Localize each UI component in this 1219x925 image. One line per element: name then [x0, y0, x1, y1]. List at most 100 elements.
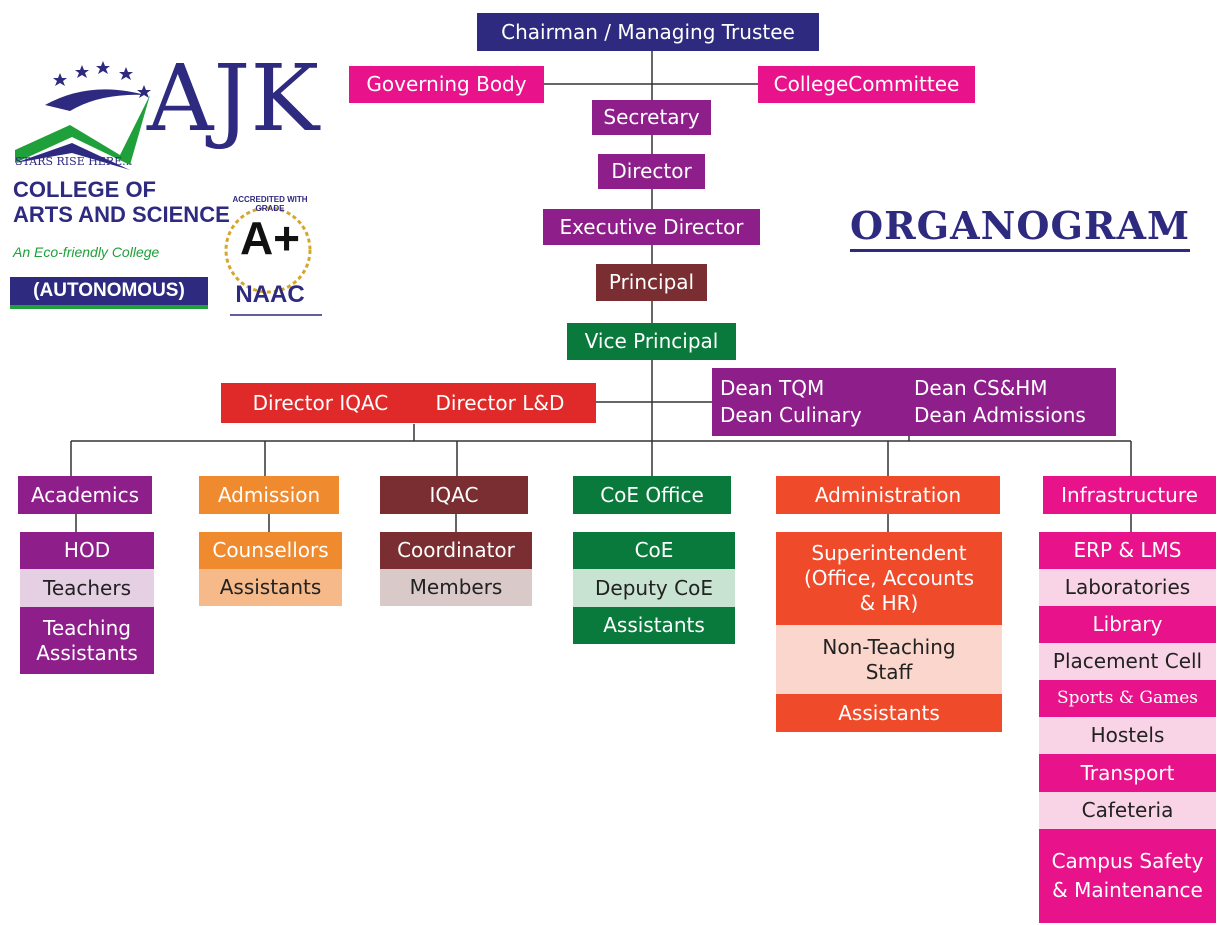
infrastructure-box: Infrastructure: [1043, 476, 1216, 514]
open-book-icon: [15, 95, 150, 165]
principal-label: Principal: [608, 270, 695, 294]
college-committee-box: CollegeCommittee: [758, 66, 975, 103]
vice-principal-label: Vice Principal: [584, 329, 719, 353]
director-ld-label: Director L&D: [435, 390, 565, 415]
campus-safety-label: Campus Safety & Maintenance: [1051, 849, 1204, 902]
page-title: ORGANOGRAM: [850, 205, 1191, 252]
college-committee-label: CollegeCommittee: [773, 72, 960, 96]
governing-body-box: Governing Body: [349, 66, 544, 103]
members-label: Members: [409, 575, 503, 599]
coe-box: CoE: [573, 532, 735, 569]
administration-box: Administration: [776, 476, 1000, 514]
dean-admissions-label: Dean Admissions: [914, 403, 1086, 427]
erp-lms-box: ERP & LMS: [1039, 532, 1216, 569]
deans-box: Dean TQM Dean CS&HM Dean Culinary Dean A…: [712, 368, 1116, 436]
superintendent-box: Superintendent (Office, Accounts & HR): [776, 532, 1002, 625]
non-teaching-staff-label: Non-Teaching Staff: [822, 634, 956, 684]
logo-emblem: [15, 61, 322, 316]
star-icon: [96, 61, 110, 74]
college-line1: COLLEGE OF: [13, 177, 156, 202]
sports-games-label: Sports & Games: [1056, 687, 1198, 708]
vice-principal-box: Vice Principal: [567, 323, 736, 360]
admission-box: Admission: [199, 476, 339, 514]
grade-text: A+: [239, 212, 301, 264]
secretary-box: Secretary: [592, 100, 711, 135]
secretary-label: Secretary: [603, 105, 700, 129]
coe-assistants-label: Assistants: [603, 613, 705, 637]
coordinator-label: Coordinator: [397, 538, 515, 562]
non-teaching-staff-box: Non-Teaching Staff: [776, 625, 1002, 694]
library-label: Library: [1092, 612, 1163, 636]
college-logo: AJK STARS RISE HERE... COLLEGE OF ARTS A…: [10, 45, 330, 325]
badge-arc-text: ACCREDITED WITH GRADE: [232, 195, 308, 213]
autonomous-badge: (AUTONOMOUS): [10, 277, 208, 309]
star-icon: [53, 73, 67, 86]
naac-text: NAAC: [235, 281, 305, 308]
coordinator-box: Coordinator: [380, 532, 532, 569]
library-box: Library: [1039, 606, 1216, 643]
hostels-box: Hostels: [1039, 717, 1216, 754]
arc-swoosh-icon: [45, 89, 145, 111]
laboratories-box: Laboratories: [1039, 569, 1216, 606]
eco-tagline: An Eco-friendly College: [13, 244, 160, 260]
counsellors-box: Counsellors: [199, 532, 342, 569]
administration-assistants-box: Assistants: [776, 694, 1002, 732]
executive-director-box: Executive Director: [543, 209, 760, 245]
sports-games-box: Sports & Games: [1039, 680, 1216, 717]
teachers-box: Teachers: [20, 569, 154, 607]
teaching-assistants-box: Teaching Assistants: [20, 607, 154, 674]
governing-body-label: Governing Body: [366, 72, 527, 96]
placement-cell-box: Placement Cell: [1039, 643, 1216, 680]
transport-box: Transport: [1039, 754, 1216, 792]
principal-box: Principal: [596, 264, 707, 301]
laurel-wreath-icon: [224, 206, 312, 294]
laboratories-label: Laboratories: [1064, 575, 1191, 599]
college-line2: ARTS AND SCIENCE: [13, 202, 230, 227]
iqac-label: IQAC: [429, 482, 479, 507]
director-label: Director: [611, 159, 692, 183]
members-box: Members: [380, 569, 532, 606]
star-icon: [119, 67, 133, 80]
administration-assistants-label: Assistants: [838, 700, 940, 725]
admission-assistants-box: Assistants: [199, 569, 342, 606]
directors-box: Director IQAC Director L&D: [221, 383, 596, 423]
superintendent-label: Superintendent (Office, Accounts & HR): [803, 541, 975, 615]
tagline-text: STARS RISE HERE...: [15, 155, 133, 168]
director-box: Director: [598, 154, 705, 189]
transport-label: Transport: [1080, 760, 1175, 785]
infrastructure-label: Infrastructure: [1061, 482, 1198, 507]
director-iqac-label: Director IQAC: [252, 390, 389, 415]
academics-label: Academics: [30, 482, 140, 507]
star-icon: [75, 65, 89, 78]
dean-cshm-label: Dean CS&HM: [914, 376, 1048, 400]
admission-assistants-label: Assistants: [219, 575, 322, 599]
brand-text: AJK: [147, 45, 320, 152]
counsellors-label: Counsellors: [212, 538, 329, 562]
erp-lms-label: ERP & LMS: [1073, 538, 1182, 562]
dean-tqm-label: Dean TQM: [720, 376, 825, 400]
coe-label: CoE: [634, 538, 674, 562]
teaching-assistants-label: Teaching Assistants: [36, 615, 138, 665]
coe-office-box: CoE Office: [573, 476, 731, 514]
coe-assistants-box: Assistants: [573, 607, 735, 644]
academics-box: Academics: [18, 476, 152, 514]
coe-office-label: CoE Office: [600, 482, 704, 507]
executive-director-label: Executive Director: [559, 214, 744, 239]
dean-culinary-label: Dean Culinary: [720, 403, 862, 427]
hod-label: HOD: [63, 538, 111, 562]
book-base-icon: [15, 143, 130, 170]
iqac-box: IQAC: [380, 476, 528, 514]
hostels-label: Hostels: [1090, 723, 1165, 747]
deputy-coe-label: Deputy CoE: [595, 575, 713, 600]
hod-box: HOD: [20, 532, 154, 569]
chairman-label: Chairman / Managing Trustee: [501, 19, 795, 44]
admission-label: Admission: [217, 482, 321, 507]
cafeteria-label: Cafeteria: [1081, 798, 1174, 822]
administration-label: Administration: [814, 482, 962, 507]
placement-cell-label: Placement Cell: [1052, 649, 1203, 673]
chairman-box: Chairman / Managing Trustee: [477, 13, 819, 51]
teachers-label: Teachers: [43, 575, 131, 600]
cafeteria-box: Cafeteria: [1039, 792, 1216, 829]
campus-safety-box: Campus Safety & Maintenance: [1039, 829, 1216, 923]
